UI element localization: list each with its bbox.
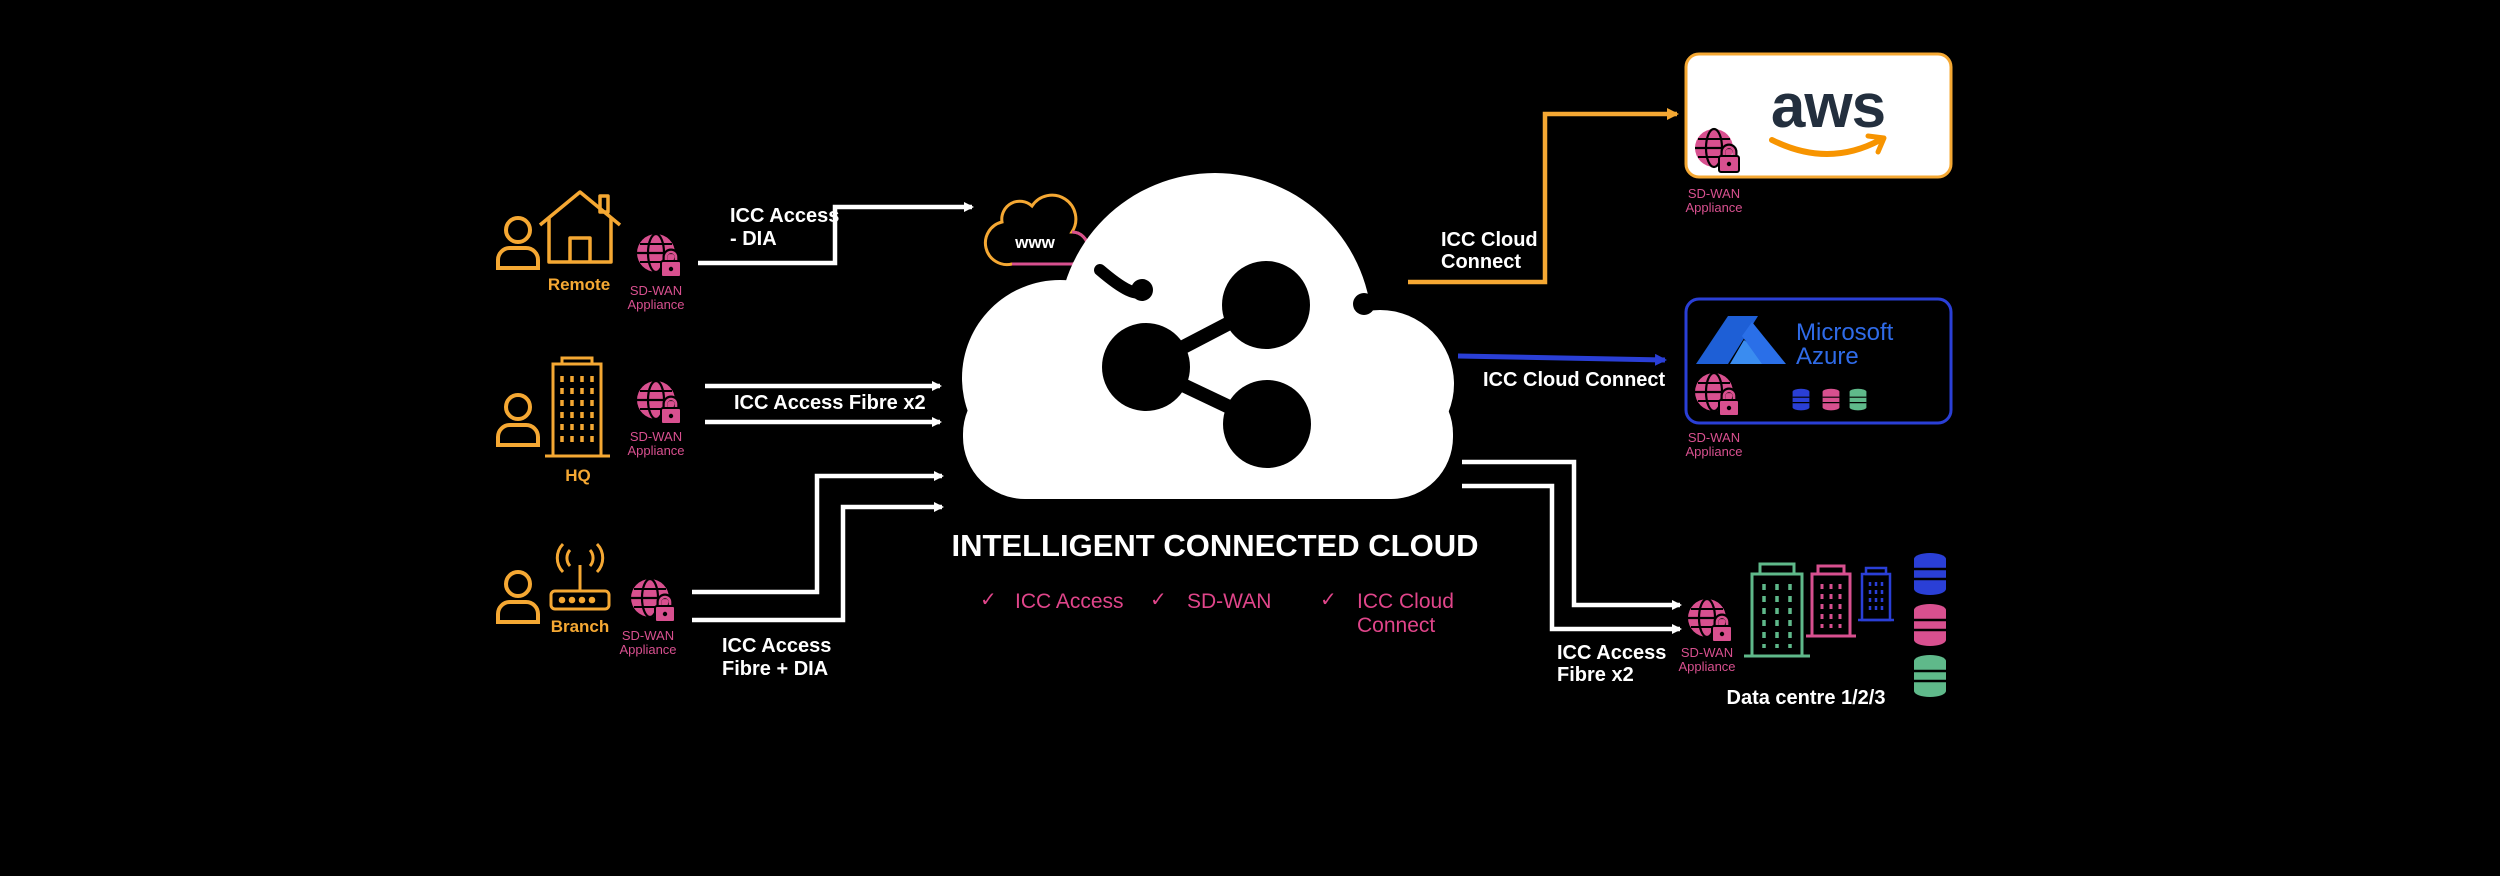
azure-databases <box>1792 388 1867 411</box>
database-icon <box>1822 388 1840 411</box>
internet-label: www <box>1014 233 1055 252</box>
share-icon <box>1102 261 1311 468</box>
internet-cloud: www <box>983 193 1090 267</box>
database-stack-pink-icon <box>1914 604 1946 646</box>
appliance-label-line2: Appliance <box>619 642 676 657</box>
site-label-branch: Branch <box>551 617 610 636</box>
site-branch: Branch SD-WAN Appliance <box>496 542 677 657</box>
link-label: ICC Cloud Connect <box>1483 369 1666 391</box>
user-icon <box>496 216 540 270</box>
provider-azure: Microsoft Azure SD-WAN Appliance <box>1684 297 1953 459</box>
provider-datacentre: SD-WAN Appliance <box>1678 553 1946 709</box>
link-label-line1: ICC Access <box>730 205 839 227</box>
appliance-label-line2: Appliance <box>1685 444 1742 459</box>
database-stack-green-icon <box>1914 655 1946 697</box>
database-icon <box>1849 388 1867 411</box>
link-branch-to-cloud: ICC Access Fibre + DIA <box>692 471 944 680</box>
link-hq-to-cloud: ICC Access Fibre x2 <box>705 381 942 427</box>
azure-logo-line1: Microsoft <box>1796 319 1894 346</box>
provider-aws: aws SD-WAN Appliance <box>1684 52 1953 215</box>
datacentre-building-green-icon <box>1744 562 1810 658</box>
link-label: ICC Access Fibre x2 <box>734 392 926 414</box>
feature-label: SD-WAN <box>1187 590 1271 613</box>
database-icon <box>1792 388 1810 411</box>
feature-label-line1: ICC Cloud <box>1357 590 1454 613</box>
azure-logo-line2: Azure <box>1796 343 1859 370</box>
feature-label-line2: Connect <box>1357 614 1435 637</box>
cloud-title: INTELLIGENT CONNECTED CLOUD <box>952 528 1479 563</box>
sd-wan-appliance-icon <box>637 234 681 277</box>
link-cloud-to-azure: ICC Cloud Connect <box>1457 353 1667 391</box>
link-label-line2: Connect <box>1441 251 1521 273</box>
appliance-label-line2: Appliance <box>1685 200 1742 215</box>
appliance-label-line2: Appliance <box>627 297 684 312</box>
feature-label: ICC Access <box>1015 590 1124 613</box>
datacentre-building-blue-icon <box>1858 566 1894 622</box>
intelligent-connected-cloud: INTELLIGENT CONNECTED CLOUD ✓ ICC Access… <box>952 173 1479 637</box>
appliance-label-line2: Appliance <box>1678 659 1735 674</box>
link-remote-to-internet: ICC Access - DIA <box>698 202 974 266</box>
site-label-remote: Remote <box>548 275 610 294</box>
small-cloud-icon <box>983 193 1090 267</box>
database-stack-blue-icon <box>1914 553 1946 595</box>
user-icon <box>496 393 540 447</box>
appliance-label-line1: SD-WAN <box>630 283 682 298</box>
link-cloud-to-datacentre: ICC Access Fibre x2 <box>1462 459 1682 686</box>
appliance-label-line1: SD-WAN <box>1681 645 1733 660</box>
link-label-line2: Fibre x2 <box>1557 664 1634 686</box>
check-icon: ✓ <box>1320 589 1337 611</box>
feature-item-icc-cloud-connect: ✓ ICC Cloud Connect <box>1320 589 1454 637</box>
link-label-line1: ICC Cloud <box>1441 229 1538 251</box>
feature-list: ✓ ICC Access ✓ SD-WAN ✓ ICC Cloud Connec… <box>980 589 1454 637</box>
appliance-label-line1: SD-WAN <box>622 628 674 643</box>
azure-logo-icon <box>1696 316 1786 364</box>
feature-item-icc-access: ✓ ICC Access <box>980 589 1124 613</box>
link-label-line2: - DIA <box>730 228 777 250</box>
feature-item-sd-wan: ✓ SD-WAN <box>1150 589 1271 613</box>
link-label-line2: Fibre + DIA <box>722 658 828 680</box>
appliance-label-line2: Appliance <box>627 443 684 458</box>
check-icon: ✓ <box>980 589 997 611</box>
datacentre-label: Data centre 1/2/3 <box>1727 687 1886 709</box>
sd-wan-appliance-icon <box>631 579 675 622</box>
check-icon: ✓ <box>1150 589 1167 611</box>
link-label-line1: ICC Access <box>1557 642 1666 664</box>
office-building-icon <box>545 356 610 458</box>
site-remote: Remote SD-WAN Appliance <box>496 190 685 312</box>
wireless-router-icon <box>549 542 611 611</box>
link-label-line1: ICC Access <box>722 635 831 657</box>
sd-wan-appliance-icon <box>637 381 681 424</box>
site-hq: HQ SD-WAN Appliance <box>496 356 685 485</box>
site-label-hq: HQ <box>565 466 591 485</box>
datacentre-building-pink-icon <box>1806 564 1856 638</box>
link-cloud-to-aws: ICC Cloud Connect <box>1408 108 1679 285</box>
appliance-label-line1: SD-WAN <box>1688 186 1740 201</box>
house-icon <box>538 190 622 264</box>
sd-wan-appliance-icon <box>1688 599 1732 642</box>
aws-logo: aws <box>1771 72 1885 141</box>
appliance-label-line1: SD-WAN <box>630 429 682 444</box>
user-icon <box>496 570 540 624</box>
appliance-label-line1: SD-WAN <box>1688 430 1740 445</box>
aws-panel <box>1684 52 1953 179</box>
aws-smile-icon <box>1769 137 1883 157</box>
